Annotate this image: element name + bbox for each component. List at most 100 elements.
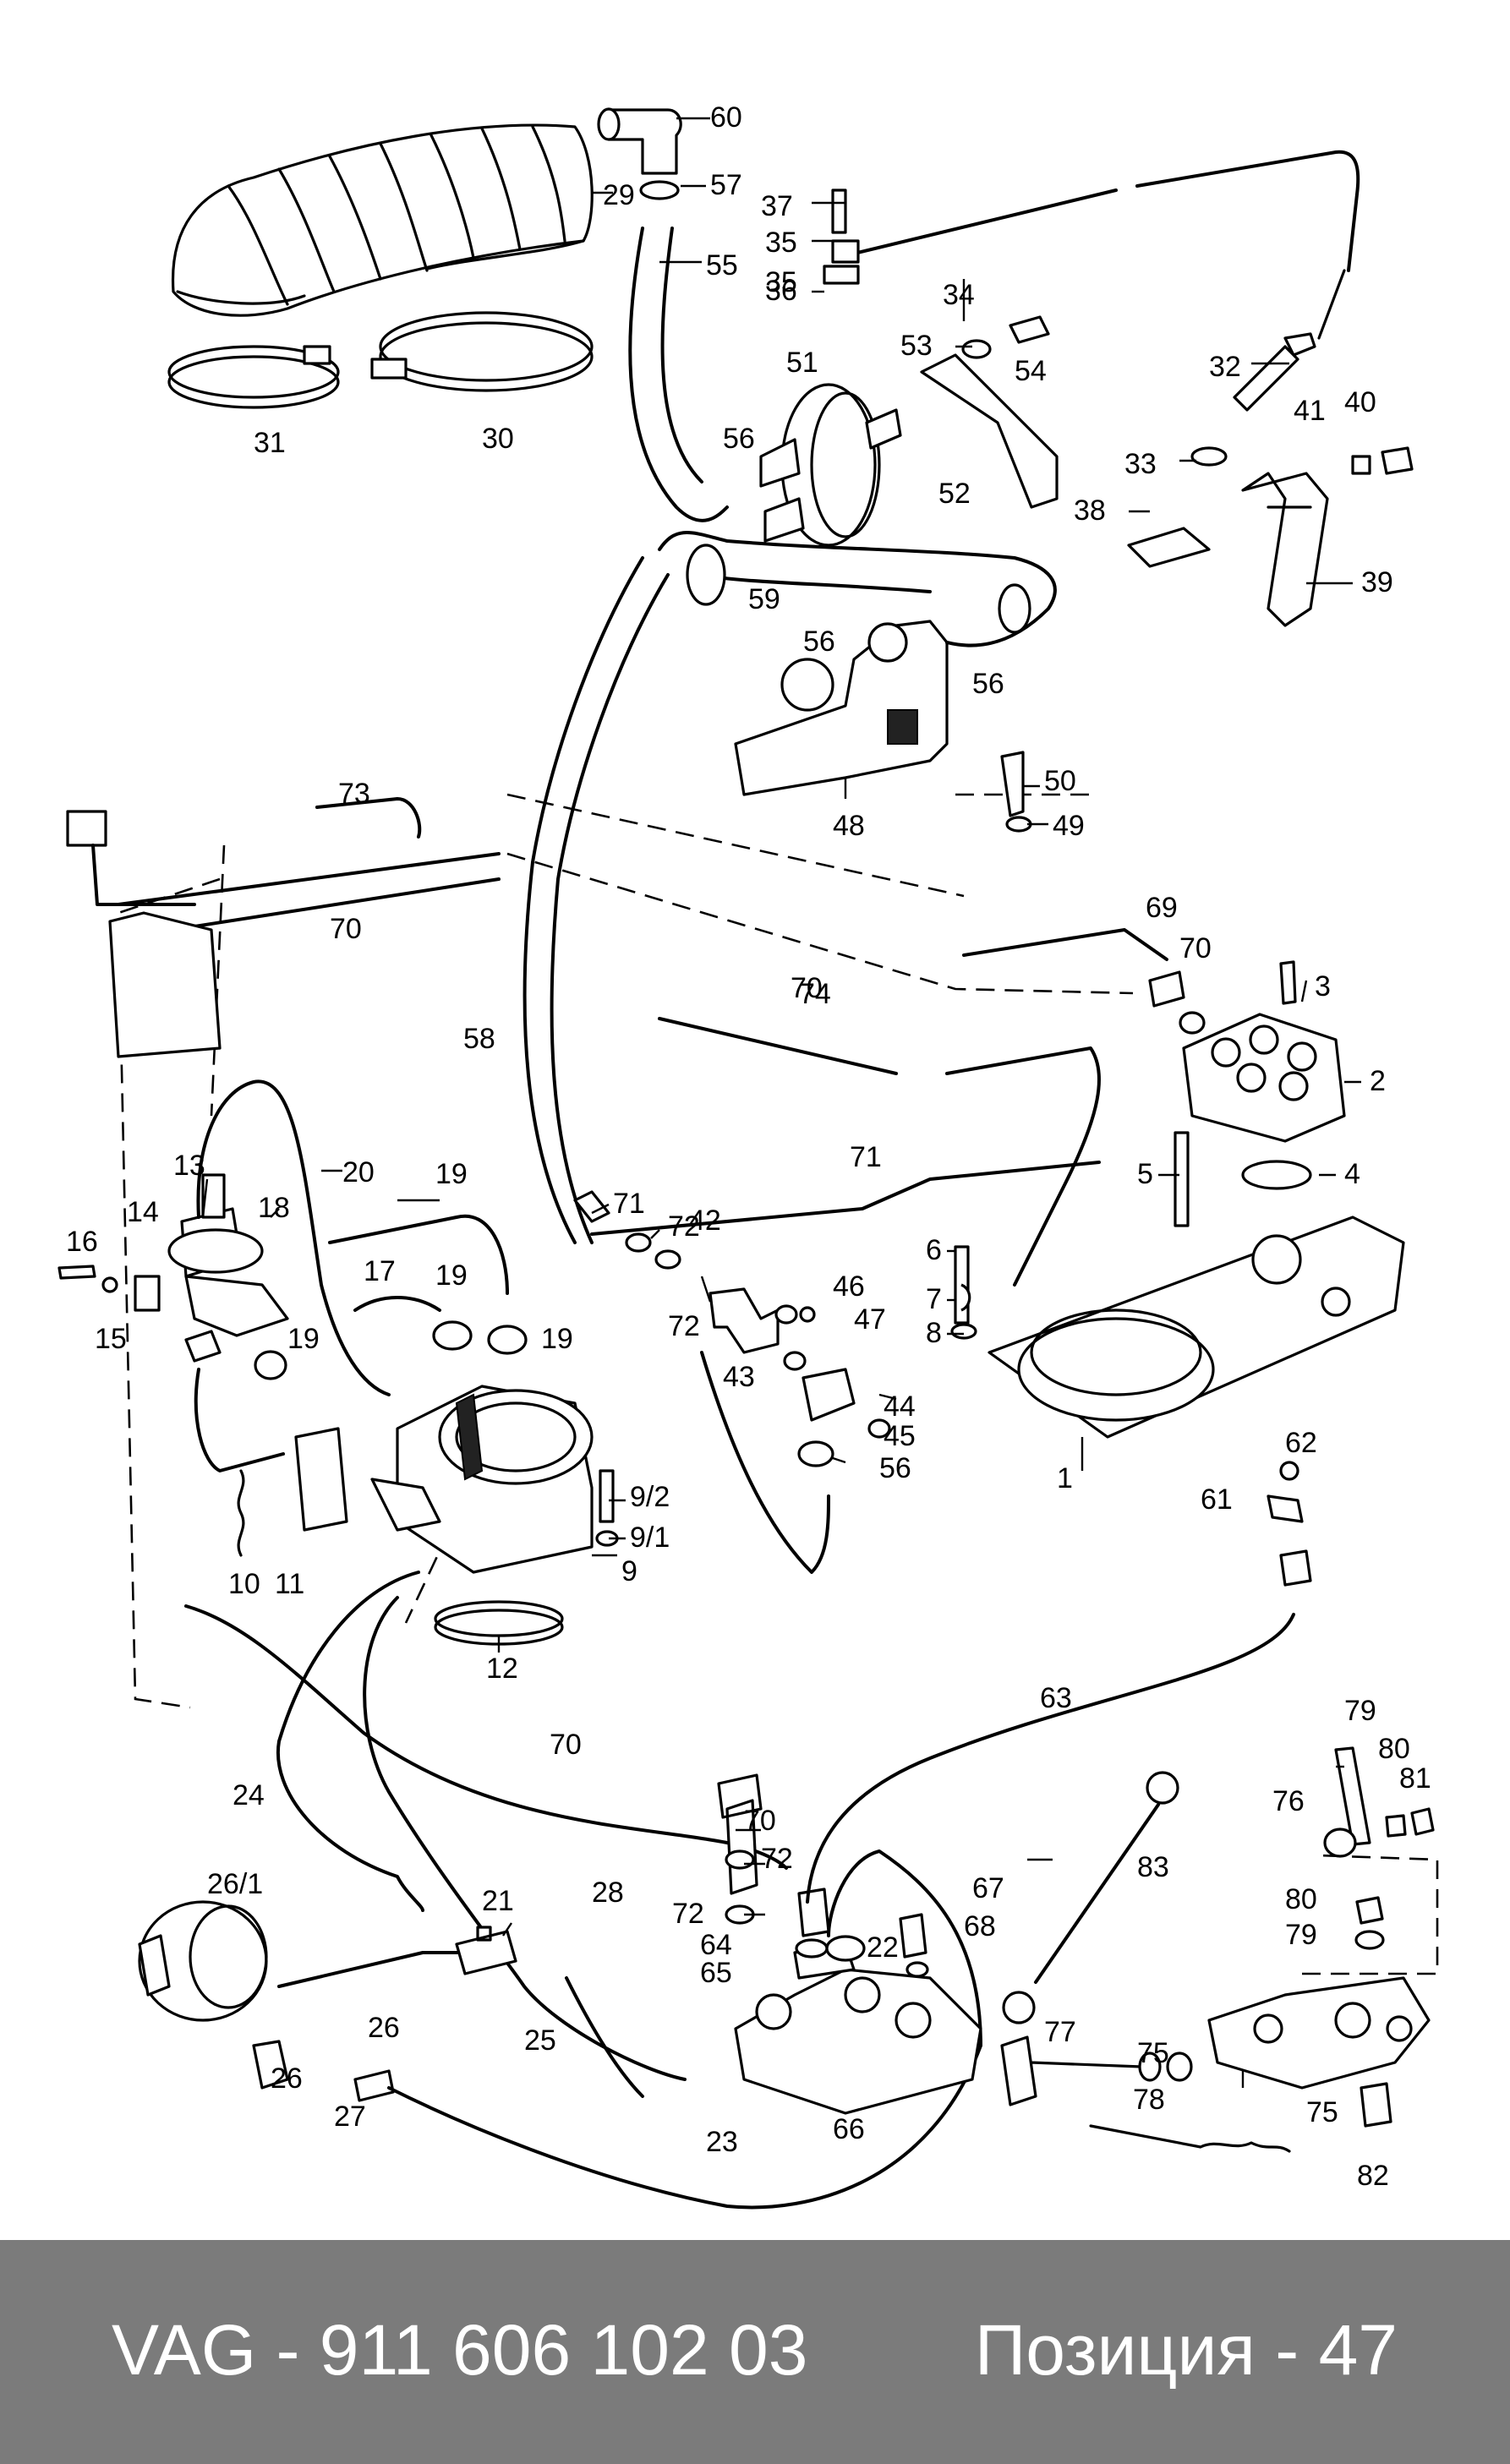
exploded-parts-diagram: 1 2 3 4 5 6 7 8 9 9/1 9/2 10 11 12 13 14… (57, 101, 1439, 2210)
part-80-nut (1410, 1807, 1435, 1836)
callout: 16 (66, 1226, 98, 1258)
part-30-hose-clamp (370, 311, 594, 392)
part-22-cap (825, 1935, 866, 1962)
callout: 3 (1315, 970, 1331, 1003)
callout: 47 (854, 1303, 886, 1336)
callout: 20 (342, 1156, 375, 1188)
callout-58-repeat-3: 56 (803, 626, 835, 658)
part-79-washer (1385, 1814, 1407, 1838)
callout: 14 (127, 1196, 159, 1228)
callout: 75 (1306, 2096, 1338, 2128)
part-26-hose-end (252, 2040, 289, 2090)
callout: 5 (1137, 1158, 1153, 1190)
part-21-t-piece (455, 1926, 517, 1975)
callout: 35 (765, 227, 797, 259)
callout: 69 (1146, 892, 1178, 924)
callout: 39 (1361, 566, 1393, 598)
part-1-air-flow-meter (988, 1216, 1405, 1439)
callout: 54 (1015, 355, 1047, 387)
part-18-clamp-left (184, 1330, 222, 1363)
part-80-nut-lower (1355, 1896, 1384, 1925)
callout: 9/1 (630, 1522, 670, 1554)
part-26-1-accumulator (138, 1900, 268, 2022)
part-79-washer-lower (1354, 1930, 1385, 1950)
callout: 9/2 (630, 1481, 670, 1513)
part-73-fuel-line (658, 1017, 1101, 1287)
part-76-lever (1000, 2035, 1142, 2106)
callout: 78 (1133, 2084, 1165, 2116)
part-43-fitting (802, 1368, 856, 1422)
part-78-rod (1334, 1746, 1371, 1846)
callout: 28 (592, 1877, 624, 1909)
callout: 10 (228, 1568, 260, 1600)
callout-72-repeat-lower: 70 (550, 1729, 582, 1761)
leader-lines (201, 117, 1361, 2088)
part-60-fitting (1267, 1494, 1304, 1523)
callout: 82 (1357, 2160, 1389, 2192)
part-14-spacer (134, 1275, 161, 1312)
part-13-pressure-regulator (167, 1173, 289, 1337)
part-35-washer-bottom (823, 265, 860, 285)
part-62-fitting (1279, 1549, 1312, 1587)
callout: 19 (435, 1158, 468, 1190)
part-66-screw (899, 1913, 927, 1959)
callout-71-repeat-3: 72 (668, 1310, 700, 1342)
diagram-drawing: 1 2 3 4 5 6 7 8 9 9/1 9/2 10 11 12 13 14… (57, 101, 1439, 2210)
part-17-hose (353, 1296, 441, 1312)
part-47-valve-block (734, 620, 949, 796)
part-3-screw (1279, 960, 1297, 1005)
callout-labels: 1 2 3 4 5 6 7 8 9 9/1 9/2 10 11 12 13 14… (66, 101, 1431, 2192)
part-59-elbow (597, 107, 682, 175)
callout: 26 (368, 2012, 400, 2044)
part-82-linkage-rod (1002, 1771, 1179, 2024)
callout: 49 (1053, 810, 1085, 842)
callout: 1 (1057, 1462, 1073, 1494)
callout: 80 (1378, 1733, 1410, 1765)
part-65-fuel-pump (734, 1942, 982, 2115)
part-62-fuel-line (806, 1613, 1295, 1904)
callout: 73 (338, 778, 370, 810)
callout: 45 (884, 1420, 916, 1452)
callout-18-repeat-3: 19 (541, 1323, 573, 1355)
part-7-spring (960, 1283, 971, 1312)
part-56-ring (639, 180, 680, 200)
callout: 27 (334, 2101, 366, 2133)
callout: 2 (1370, 1065, 1386, 1097)
part-10-spring (237, 1469, 245, 1557)
assembly-guide-lines (117, 793, 1439, 1975)
part-36-banjo-bolt (831, 188, 847, 234)
part-9-throttle-housing (370, 1385, 594, 1574)
part-81-sleeve (1360, 2082, 1392, 2128)
part-46-washer (799, 1306, 816, 1323)
callout-72-repeat-left: 70 (330, 913, 362, 945)
part-63-fitting (797, 1888, 830, 1937)
callout: 51 (786, 347, 818, 379)
callout: 64 (700, 1929, 732, 1961)
part-18-clamp-mid (432, 1320, 473, 1351)
callout: 17 (364, 1255, 396, 1287)
callout-labels-repeated: 70 71 70 70 70 56 56 56 19 19 19 72 72 7… (271, 266, 1317, 2095)
callout: 60 (710, 101, 742, 134)
callout-79-repeat: 79 (1285, 1919, 1317, 1951)
callout: 44 (884, 1390, 916, 1423)
callout: 43 (723, 1361, 755, 1393)
part-4-o-ring (1241, 1160, 1312, 1190)
callout: 83 (1137, 1851, 1169, 1883)
part-40-washer (1351, 455, 1371, 475)
part-48-washer (1005, 816, 1032, 833)
callout: 50 (1044, 765, 1076, 797)
part-49-screw (1000, 751, 1025, 817)
part-38-clip (1241, 472, 1329, 627)
callout: 72 (668, 1210, 700, 1243)
callout: 62 (1285, 1427, 1317, 1459)
part-20-hose (196, 1079, 391, 1396)
part-41-bracket (708, 1287, 780, 1354)
part-42-seal (783, 1351, 807, 1371)
callout-71-repeat-2: 72 (672, 1898, 704, 1930)
part-28-hose (363, 1596, 687, 2081)
callout: 23 (706, 2126, 738, 2158)
callout-18-repeat: 19 (287, 1323, 320, 1355)
part-26-hose (277, 1951, 462, 1988)
part-50-brake-booster (759, 383, 902, 547)
part-71-seal (625, 1232, 652, 1253)
